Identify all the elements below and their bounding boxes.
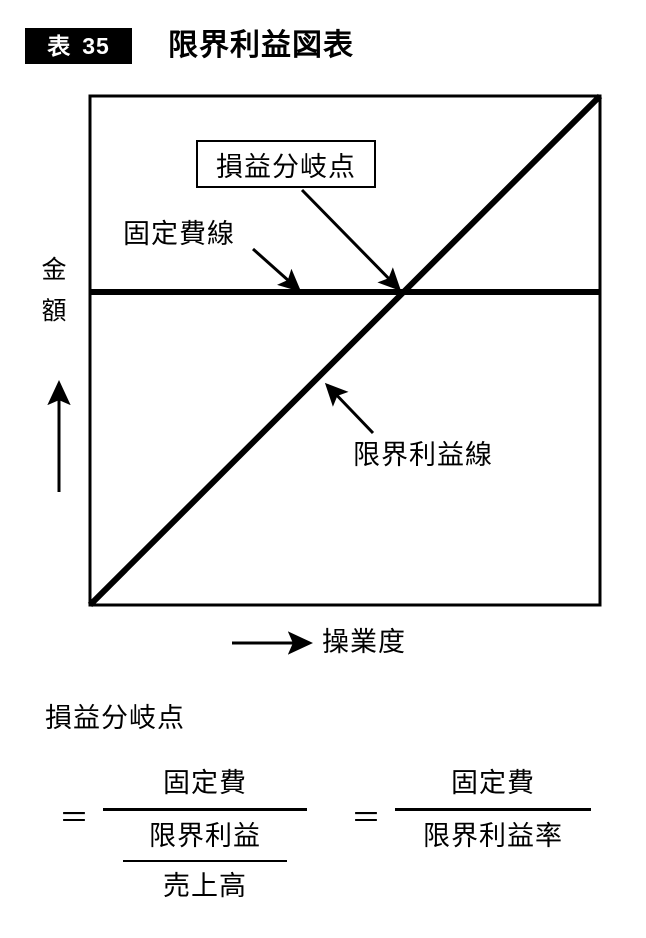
breakeven-callout-arrow xyxy=(300,188,402,292)
formula-1-numerator: 固定費 xyxy=(163,768,247,798)
formula-expression-1: 固定費 限界利益 売上高 xyxy=(103,762,307,907)
equals-sign-1: ＝ xyxy=(59,802,89,835)
formula-2-main-bar xyxy=(395,808,591,811)
formula-1-nested-denominator: 売上高 xyxy=(163,871,247,901)
y-axis-label: 金額 xyxy=(38,256,66,338)
formula-2-denominator: 限界利益率 xyxy=(423,821,563,851)
formula-expression-2: 固定費 限界利益率 xyxy=(395,762,591,857)
breakeven-point-callout-text: 損益分岐点 xyxy=(216,151,356,182)
fixed-cost-line-label: 固定費線 xyxy=(123,219,235,249)
formula-heading: 損益分岐点 xyxy=(45,703,185,733)
formula-1-nested-numerator: 限界利益 xyxy=(149,821,261,851)
badge-number-text: 35 xyxy=(82,32,110,59)
figure-number-badge: 表 35 xyxy=(25,28,132,64)
badge-label-text: 表 xyxy=(47,32,72,59)
equals-sign-2: ＝ xyxy=(351,802,381,835)
formula-2-numerator: 固定費 xyxy=(451,768,535,798)
formula-1-denominator: 限界利益 売上高 xyxy=(103,815,307,907)
formula-row: ＝ 固定費 限界利益 売上高 ＝ 固定費 限界利益率 xyxy=(45,762,635,907)
marginal-profit-line-label: 限界利益線 xyxy=(353,440,493,470)
marginal-profit-label-arrow xyxy=(324,382,375,435)
breakeven-point-callout: 損益分岐点 xyxy=(196,140,376,188)
formula-1-nested-bar xyxy=(123,860,287,862)
page-title: 限界利益図表 xyxy=(168,29,354,62)
x-axis-label: 操業度 xyxy=(322,627,406,657)
formula-1-nested-fraction: 限界利益 売上高 xyxy=(109,815,301,907)
figure-title-row: 表 35 限界利益図表 xyxy=(25,25,625,69)
formula-1-main-bar xyxy=(103,808,307,811)
fixed-cost-label-arrow xyxy=(252,247,302,292)
